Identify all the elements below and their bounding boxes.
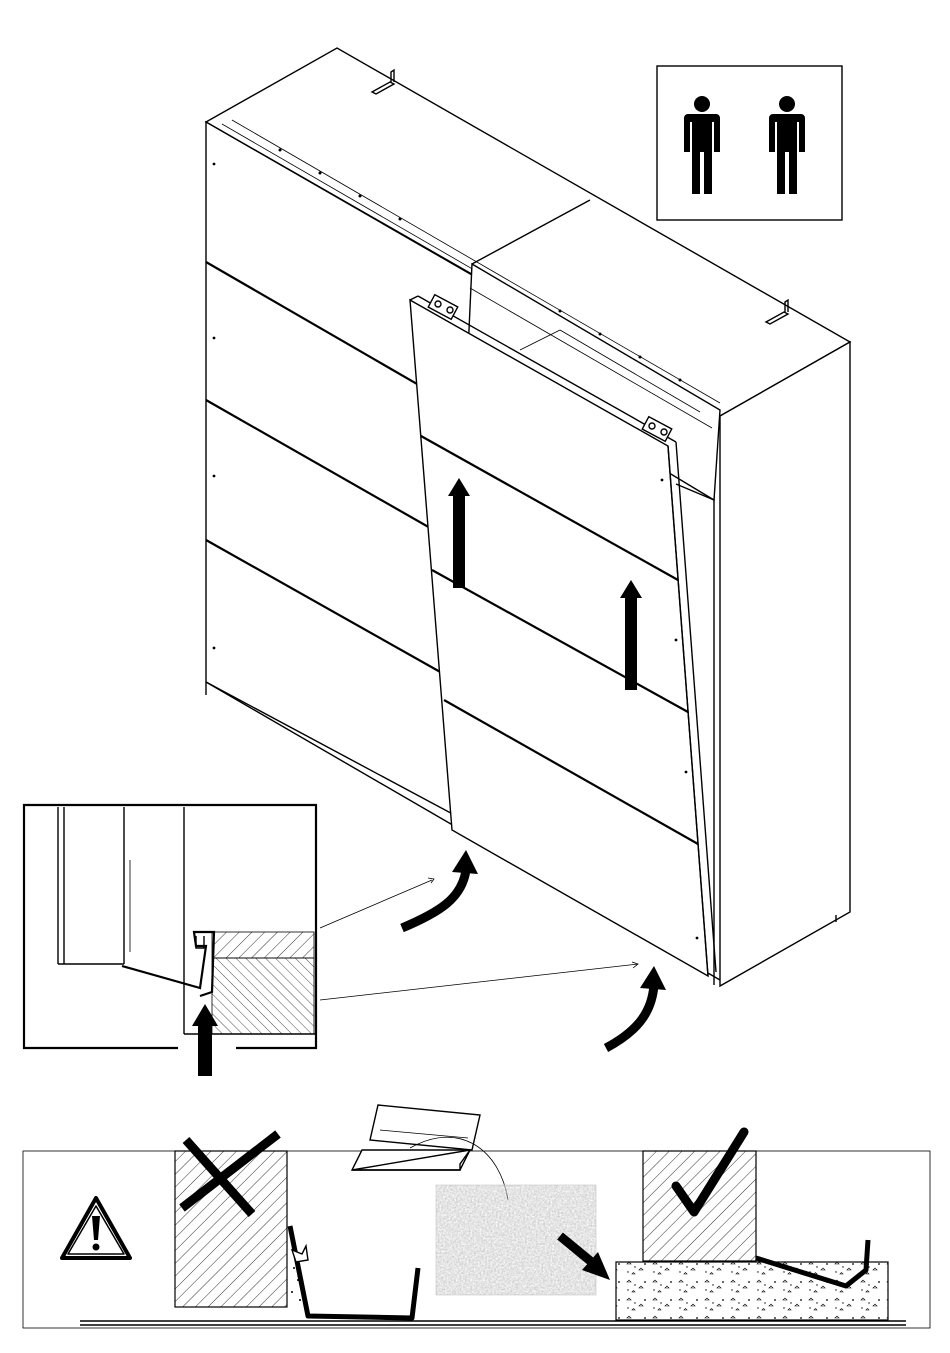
person-icon — [769, 96, 805, 194]
detail-inset — [24, 805, 316, 1076]
curved-arrow-icon — [606, 966, 666, 1048]
right-example — [616, 1132, 888, 1320]
person-icon — [684, 96, 720, 194]
wardrobe — [206, 48, 850, 1048]
warning-icon — [62, 1198, 130, 1258]
people-box — [657, 66, 842, 220]
curved-arrow-icon — [402, 850, 478, 928]
bottom-panel — [23, 1105, 930, 1328]
foam-pellets — [436, 1185, 596, 1295]
